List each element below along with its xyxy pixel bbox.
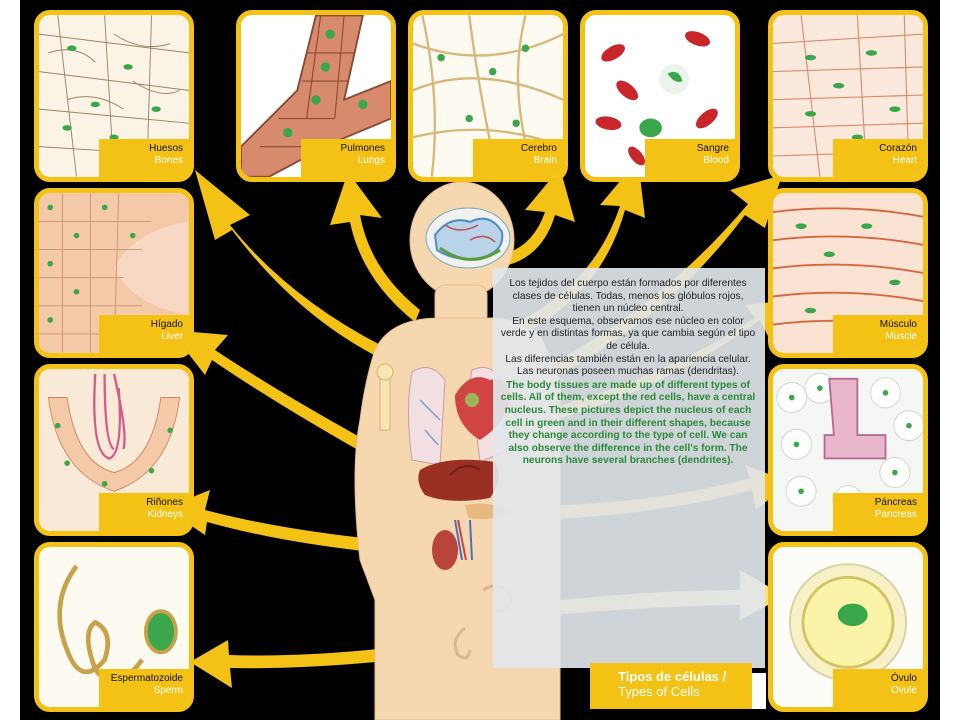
label-es: Óvulo — [890, 673, 917, 684]
label-es: Músculo — [879, 319, 917, 330]
label-es: Cerebro — [520, 143, 557, 154]
label-en: Lungs — [357, 155, 385, 166]
label-es: Páncreas — [874, 497, 917, 508]
text-en: The body tissues are made up of differen… — [500, 379, 756, 467]
label-en: Ovule — [890, 685, 917, 696]
text-es-1: Los tejidos del cuerpo están formados po… — [509, 278, 747, 315]
label-en: Liver — [161, 331, 183, 342]
label-es: Huesos — [149, 143, 183, 154]
label-es: Hígado — [150, 319, 183, 330]
label-es: Riñones — [146, 497, 183, 508]
label-es: Sangre — [696, 143, 729, 154]
arm-bone — [376, 363, 394, 431]
label-en: Pancreas — [874, 509, 917, 520]
text-es-3: Las diferencias también están en la apar… — [505, 353, 751, 378]
title-corner-box — [752, 673, 766, 709]
title-bar: Tipos de células / Types of Cells — [590, 663, 752, 709]
brain-organ — [425, 207, 511, 269]
label-en: Heart — [892, 155, 917, 166]
label-en: Brain — [533, 155, 557, 166]
liver-organ — [418, 459, 499, 501]
label-es: Pulmones — [340, 143, 385, 154]
label-es: Corazón — [879, 143, 917, 154]
label-en: Blood — [703, 155, 729, 166]
label-en: Kidneys — [147, 509, 183, 520]
label-en: Bones — [154, 155, 183, 166]
title-en: Types of Cells — [618, 684, 700, 699]
text-es-2: En este esquema, observamos ese núcleo e… — [500, 315, 756, 352]
title-es: Tipos de células / — [618, 669, 727, 684]
label-en: Muscle — [885, 331, 917, 342]
label-es: Espermatozoide — [110, 673, 183, 684]
label-en: Sperm — [153, 685, 183, 696]
description-textbox: Los tejidos del cuerpo están formados po… — [493, 268, 765, 668]
